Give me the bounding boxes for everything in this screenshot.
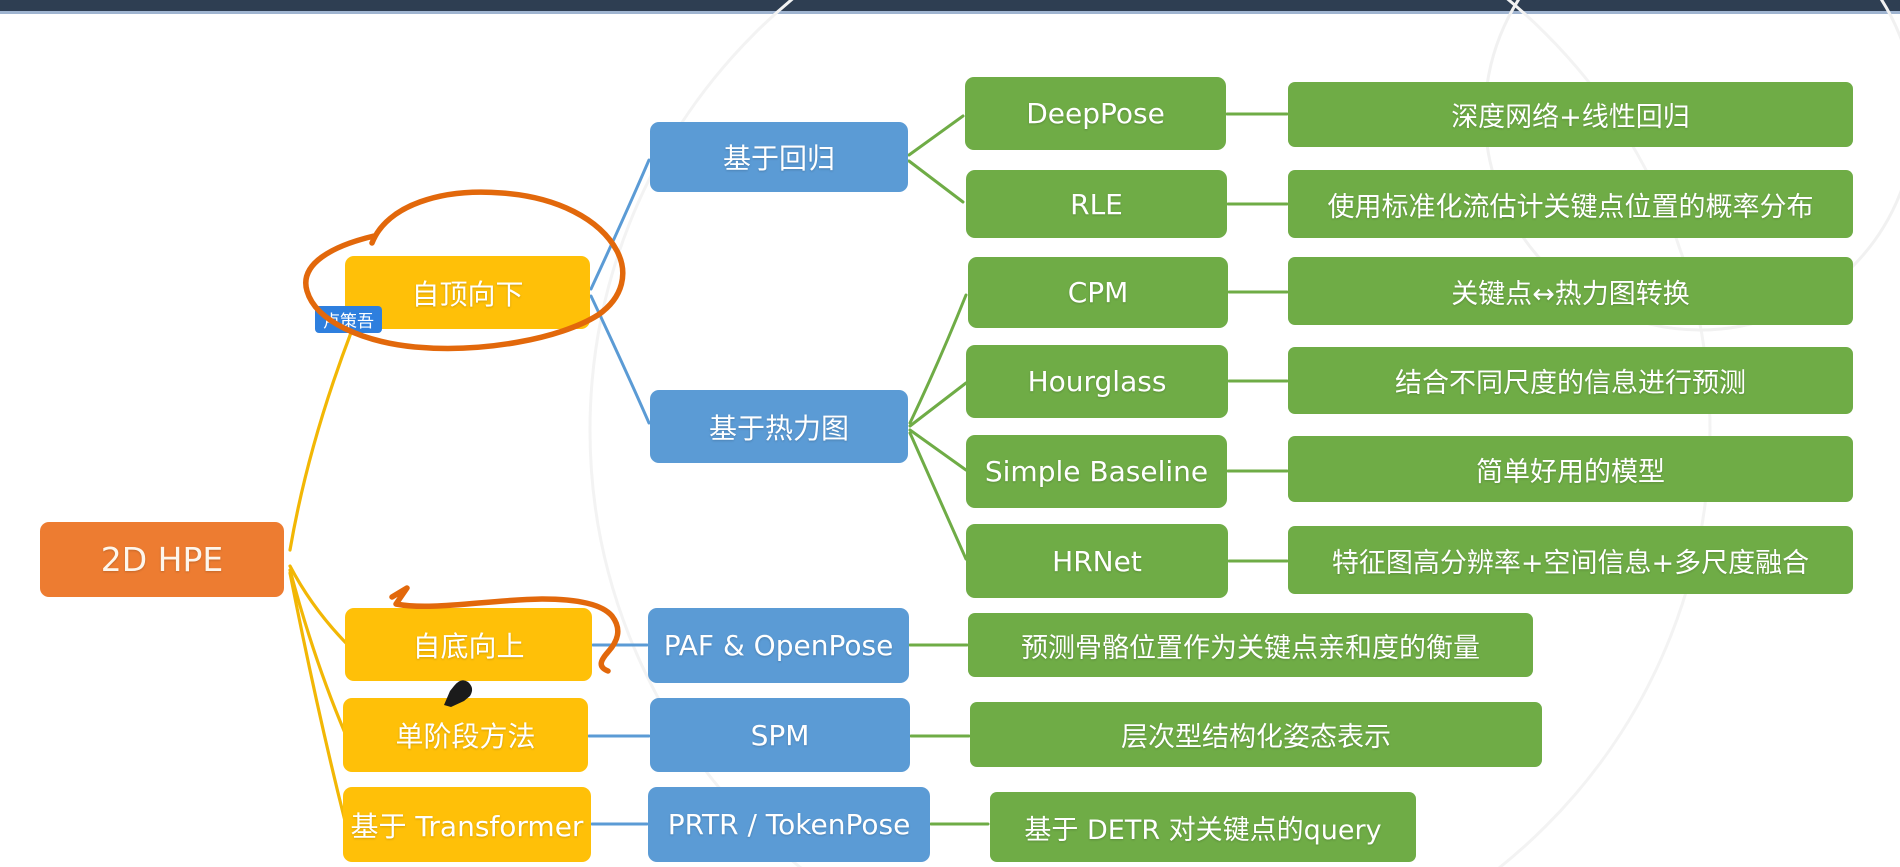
node-label: 基于热力图 <box>708 411 849 445</box>
node-label: CPM <box>1067 276 1129 309</box>
watermark-circle <box>588 0 1712 867</box>
node-desc-rle[interactable]: 使用标准化流估计关键点位置的概率分布 <box>1288 170 1853 238</box>
edge-heatmap-cpm <box>908 293 968 425</box>
node-bottom-up[interactable]: 自底向上 <box>345 608 592 681</box>
node-single-stage[interactable]: 单阶段方法 <box>343 698 588 772</box>
edge-heatmap-hrnet <box>908 431 968 561</box>
node-transformer[interactable]: 基于 Transformer <box>343 787 591 862</box>
node-label: 结合不同尺度的信息进行预测 <box>1395 368 1746 399</box>
node-label: 基于回归 <box>722 142 835 175</box>
node-label: 特征图高分辨率+空间信息+多尺度融合 <box>1331 547 1810 579</box>
node-label: 简单好用的模型 <box>1476 456 1665 488</box>
node-label: Hourglass <box>1027 365 1167 398</box>
node-simple-baseline[interactable]: Simple Baseline <box>966 435 1227 508</box>
node-label: 深度网络+线性回归 <box>1451 102 1690 133</box>
node-spm[interactable]: SPM <box>650 698 910 772</box>
node-desc-simple-baseline[interactable]: 简单好用的模型 <box>1288 436 1853 502</box>
node-cpm[interactable]: CPM <box>968 257 1228 328</box>
node-label: SPM <box>750 718 810 752</box>
edge-root-top-down <box>288 328 354 552</box>
node-hrnet[interactable]: HRNet <box>966 524 1228 598</box>
pen-cursor-icon <box>444 680 473 707</box>
node-desc-hourglass[interactable]: 结合不同尺度的信息进行预测 <box>1288 347 1853 414</box>
edge-regression-rle <box>907 159 965 204</box>
title-bar-accent-line <box>0 11 1900 14</box>
node-label: 2D HPE <box>100 540 224 579</box>
edge-root-bottom-up <box>288 564 348 645</box>
node-desc-deeppose[interactable]: 深度网络+线性回归 <box>1288 82 1853 147</box>
node-desc-prtr[interactable]: 基于 DETR 对关键点的query <box>990 792 1416 862</box>
node-label: 关键点↔热力图转换 <box>1451 278 1690 310</box>
edge-root-single-stage <box>288 568 347 735</box>
node-regression[interactable]: 基于回归 <box>650 122 908 192</box>
node-label: 使用标准化流估计关键点位置的概率分布 <box>1327 191 1814 223</box>
node-deeppose[interactable]: DeepPose <box>965 77 1226 150</box>
node-label: 基于 Transformer <box>350 809 584 843</box>
node-label: 预测骨骼位置作为关键点亲和度的衡量 <box>1021 632 1480 664</box>
scribble-annotation-bottom-up <box>389 585 621 674</box>
node-paf-openpose[interactable]: PAF & OpenPose <box>648 608 909 683</box>
node-label: DeepPose <box>1026 97 1165 130</box>
author-tag-label: 卢策吾 <box>323 312 374 332</box>
edge-heatmap-hourglass <box>908 381 968 428</box>
node-label: PRTR / TokenPose <box>667 808 911 841</box>
node-2d-hpe[interactable]: 2D HPE <box>40 522 284 597</box>
node-label: PAF & OpenPose <box>663 629 894 662</box>
node-label: 自底向上 <box>412 629 525 663</box>
node-prtr-tokenpose[interactable]: PRTR / TokenPose <box>648 787 930 862</box>
edge-top-down-heatmap <box>589 294 651 425</box>
edge-heatmap-simple-baseline <box>908 428 968 472</box>
edge-top-down-regression <box>589 158 651 291</box>
node-rle[interactable]: RLE <box>966 170 1227 238</box>
node-label: HRNet <box>1052 544 1142 578</box>
node-desc-spm[interactable]: 层次型结构化姿态表示 <box>970 702 1542 767</box>
node-desc-paf[interactable]: 预测骨骼位置作为关键点亲和度的衡量 <box>968 613 1533 677</box>
node-label: 层次型结构化姿态表示 <box>1121 722 1391 753</box>
node-label: Simple Baseline <box>984 455 1209 488</box>
window-title-bar <box>0 0 1900 11</box>
node-hourglass[interactable]: Hourglass <box>966 345 1228 418</box>
node-desc-hrnet[interactable]: 特征图高分辨率+空间信息+多尺度融合 <box>1288 526 1853 594</box>
node-label: 单阶段方法 <box>395 720 536 753</box>
circle-annotation-top-down <box>303 189 626 352</box>
node-label: RLE <box>1070 187 1123 221</box>
edge-root-transformer <box>288 571 347 823</box>
node-heatmap[interactable]: 基于热力图 <box>650 390 908 463</box>
node-label: 自顶向下 <box>411 277 524 311</box>
edge-regression-deeppose <box>907 114 965 157</box>
node-top-down[interactable]: 自顶向下 <box>345 256 590 329</box>
node-desc-cpm[interactable]: 关键点↔热力图转换 <box>1288 257 1853 325</box>
node-label: 基于 DETR 对关键点的query <box>1024 814 1382 846</box>
